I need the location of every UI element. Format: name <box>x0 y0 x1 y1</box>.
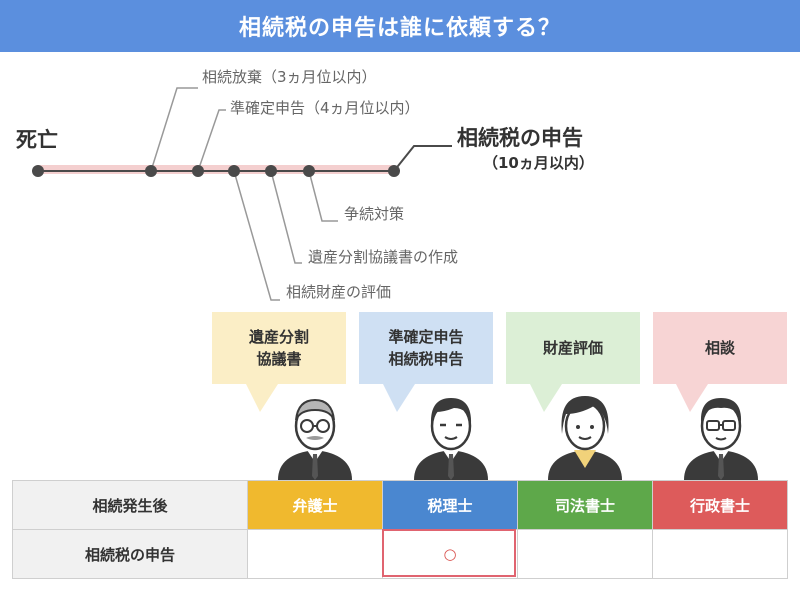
cell-administrative-scrivener-tax-filing <box>652 529 788 579</box>
administrative-scrivener-person-icon <box>684 398 758 480</box>
bubble-administrative-scrivener: 相談 <box>653 312 787 384</box>
bubble-judicial-scrivener: 財産評価 <box>506 312 640 384</box>
leader-line-countermeasure <box>308 170 338 222</box>
leader-line-renunciation <box>150 87 198 172</box>
bubble-tax-accountant-line2: 相続税申告 <box>388 350 464 368</box>
profession-tax-accountant: 税理士 <box>382 480 518 530</box>
timeline-dot-4 <box>265 165 277 177</box>
label-renunciation: 相続放棄（3ヵ月位以内） <box>202 68 377 86</box>
tax-accountant-person-icon <box>414 398 488 480</box>
leader-line-quasi-final <box>197 109 226 172</box>
leader-line-division <box>270 170 302 264</box>
table-row: 相続税の申告 ○ <box>12 529 788 579</box>
timeline-start-label: 死亡 <box>16 128 58 152</box>
label-division-document: 遺産分割協議書の作成 <box>308 248 459 266</box>
row-header-tax-filing: 相続税の申告 <box>12 529 248 579</box>
label-quasi-final: 準確定申告（4ヵ月位以内） <box>230 99 420 117</box>
bubble-lawyer: 遺産分割 協議書 <box>212 312 346 384</box>
timeline-dot-2 <box>192 165 204 177</box>
header-bar: 相続税の申告は誰に依頼する？ <box>0 0 800 52</box>
timeline-band <box>38 165 394 174</box>
bubble-tax-accountant-tail <box>383 384 415 412</box>
tax-accountant-highlight-frame <box>382 529 516 577</box>
label-asset-valuation: 相続財産の評価 <box>286 283 392 301</box>
label-countermeasure: 争続対策 <box>344 205 405 223</box>
leader-line-final <box>393 145 452 172</box>
cell-lawyer-tax-filing <box>247 529 383 579</box>
profession-administrative-scrivener: 行政書士 <box>652 480 788 530</box>
bubble-lawyer-line2: 協議書 <box>256 350 302 368</box>
bubble-tax-accountant-line1: 準確定申告 <box>388 328 464 346</box>
profession-table: 相続発生後 弁護士 税理士 司法書士 行政書士 相続税の申告 ○ <box>12 480 788 579</box>
profession-judicial-scrivener: 司法書士 <box>517 480 653 530</box>
bubble-administrative-scrivener-line1: 相談 <box>704 339 735 357</box>
row-header-after-inheritance: 相続発生後 <box>12 480 248 530</box>
bubble-administrative-scrivener-tail <box>676 384 708 412</box>
table-row: 相続発生後 弁護士 税理士 司法書士 行政書士 <box>12 480 788 530</box>
timeline-dot-final <box>388 165 400 177</box>
timeline-dot-3 <box>228 165 240 177</box>
final-milestone-title: 相続税の申告 <box>457 126 583 150</box>
cell-tax-accountant-tax-filing: ○ <box>382 529 518 579</box>
timeline-dot-death <box>32 165 44 177</box>
bubble-lawyer-line1: 遺産分割 <box>248 328 309 346</box>
timeline-dot-1 <box>145 165 157 177</box>
profession-lawyer: 弁護士 <box>247 480 383 530</box>
lawyer-person-icon <box>278 398 352 480</box>
page-title: 相続税の申告は誰に依頼する？ <box>238 16 561 41</box>
bubble-judicial-scrivener-line1: 財産評価 <box>542 339 603 357</box>
bubble-lawyer-tail <box>246 384 278 412</box>
timeline-diagram <box>32 87 452 301</box>
timeline-dot-5 <box>303 165 315 177</box>
bubble-tax-accountant: 準確定申告 相続税申告 <box>359 312 493 384</box>
final-milestone-deadline: （10ヵ月以内） <box>483 154 594 172</box>
judicial-scrivener-person-icon <box>548 396 622 480</box>
bubble-judicial-scrivener-tail <box>530 384 562 412</box>
leader-line-valuation <box>233 170 280 301</box>
cell-judicial-scrivener-tax-filing <box>517 529 653 579</box>
